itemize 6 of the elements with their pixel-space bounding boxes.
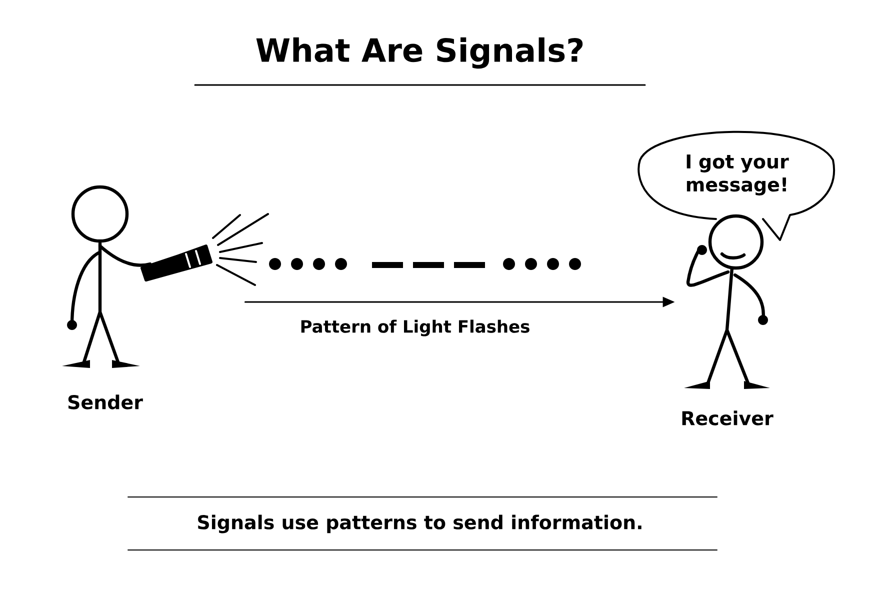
edge-label: Pattern of Light Flashes — [298, 318, 532, 338]
title: What Are Signals? — [256, 37, 583, 69]
person-label: Sender — [68, 394, 143, 410]
caption: Signals use patterns to send information. — [198, 514, 642, 534]
person-label: Receiver — [682, 410, 774, 426]
speech-bubble: I got your message! — [638, 130, 835, 241]
